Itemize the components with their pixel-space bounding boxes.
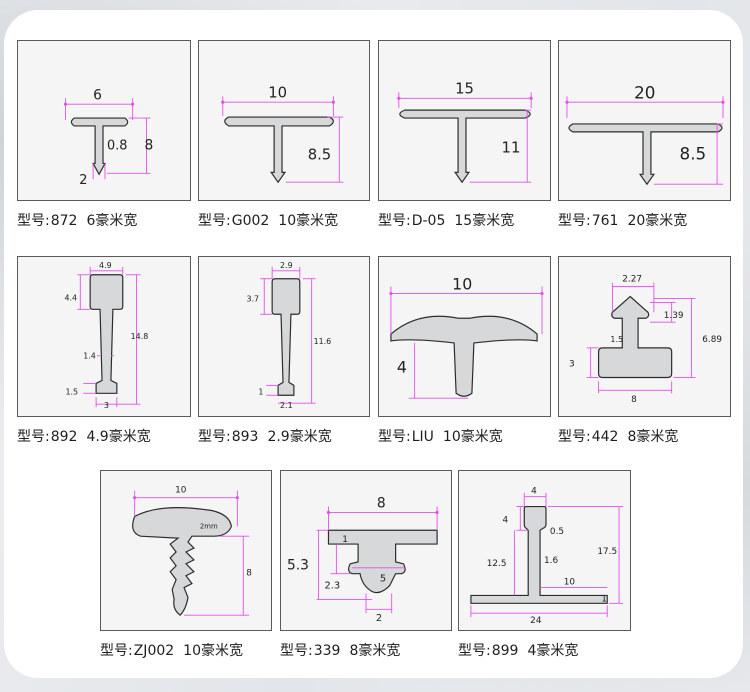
dim-339-top: 1 — [342, 535, 348, 545]
profile-panel-761: 20 8.5 — [558, 40, 731, 201]
dim-892-base: 1.5 — [65, 387, 78, 396]
profile-panel-899: 4 4 0.5 12.5 1.6 17.5 10 1 24 — [458, 470, 631, 631]
dim-872-height: 8 — [144, 138, 153, 154]
dim-442-stem: 1.5 — [610, 335, 623, 344]
profile-G002-drawing: 10 8.5 — [221, 84, 344, 184]
profile-panel-339: 8 1 5.3 2.3 5 2 — [280, 470, 452, 631]
profile-LIU-drawing: 10 4 — [389, 275, 544, 399]
profile-panel-872: 6 0.8 8 2 — [17, 40, 191, 201]
dim-761-width: 20 — [634, 82, 655, 102]
profile-panel-893: 2.9 3.7 11.6 1 2.1 — [198, 256, 370, 417]
dim-893-head: 3.7 — [246, 294, 259, 303]
profile-761-drawing: 20 8.5 — [565, 82, 725, 186]
profile-893-drawing: 2.9 3.7 11.6 1 2.1 — [246, 261, 332, 410]
dim-892-head: 4.4 — [64, 293, 77, 302]
dim-893-foot: 2.1 — [280, 401, 293, 410]
dim-D-05-width: 15 — [455, 80, 474, 97]
dim-872-tip: 2 — [79, 173, 87, 188]
dim-899-width: 24 — [530, 616, 542, 626]
dim-442-neck: 1.39 — [664, 311, 684, 321]
dim-ZJ002-height: 8 — [246, 569, 252, 579]
dim-442-base-width: 8 — [631, 395, 637, 405]
dim-LIU-height: 4 — [397, 358, 407, 377]
dim-893-base: 1 — [258, 387, 263, 396]
dim-339-width: 8 — [377, 496, 386, 512]
dim-892-stem: 1.4 — [83, 352, 96, 361]
dim-899-lip: 0.5 — [550, 527, 564, 537]
dim-899-stem-height: 12.5 — [487, 559, 507, 569]
profile-panel-892: 4.9 4.4 14.8 1.4 1.5 3 — [17, 256, 191, 417]
dim-899-top: 4 — [531, 487, 537, 497]
dim-339-foot: 2 — [376, 613, 382, 624]
dim-872-width: 6 — [93, 87, 102, 103]
dim-761-height: 8.5 — [680, 144, 707, 164]
profile-442-drawing: 2.27 1.39 6.89 1.5 3 8 — [569, 275, 722, 405]
profile-panel-ZJ002: 10 2mm 8 — [100, 470, 272, 631]
profile-872-drawing: 6 0.8 8 2 — [63, 87, 153, 188]
profile-D-05-drawing: 15 11 — [397, 80, 533, 184]
profile-899-drawing: 4 4 0.5 12.5 1.6 17.5 10 1 24 — [470, 487, 624, 626]
dim-899-height: 17.5 — [597, 547, 617, 557]
dim-ZJ002-width: 10 — [175, 486, 187, 496]
dim-ZJ002-thickness: 2mm — [200, 522, 218, 530]
dim-442-height: 6.89 — [702, 335, 722, 345]
dim-892-height: 14.8 — [131, 332, 149, 341]
profile-panel-G002: 10 8.5 — [198, 40, 370, 201]
dim-442-tip: 2.27 — [622, 275, 642, 285]
profile-panel-D-05: 15 11 — [378, 40, 551, 201]
profile-ZJ002-drawing: 10 2mm 8 — [132, 486, 252, 616]
dim-893-height: 11.6 — [314, 337, 332, 346]
dim-893-top: 2.9 — [280, 261, 293, 270]
profile-panel-LIU: 10 4 — [378, 256, 551, 417]
dim-339-mid: 5 — [380, 574, 386, 585]
dim-899-base: 1 — [601, 594, 607, 604]
dim-892-foot: 3 — [104, 401, 109, 410]
profile-panel-442: 2.27 1.39 6.89 1.5 3 8 — [558, 256, 731, 417]
dim-339-height: 5.3 — [287, 558, 309, 574]
dim-899-flange: 10 — [564, 578, 576, 588]
dim-872-stem: 0.8 — [107, 139, 127, 154]
dim-899-head: 4 — [503, 515, 509, 525]
dim-G002-height: 8.5 — [308, 147, 332, 164]
dim-442-base-height: 3 — [569, 360, 575, 370]
dim-892-top: 4.9 — [99, 261, 112, 270]
dim-G002-width: 10 — [268, 84, 287, 101]
dim-339-stem: 2.3 — [325, 581, 341, 592]
profile-339-drawing: 8 1 5.3 2.3 5 2 — [287, 496, 439, 624]
profile-892-drawing: 4.9 4.4 14.8 1.4 1.5 3 — [64, 261, 149, 410]
dim-LIU-width: 10 — [452, 275, 472, 294]
dim-D-05-height: 11 — [502, 140, 521, 157]
dim-899-stem-width: 1.6 — [544, 556, 558, 566]
